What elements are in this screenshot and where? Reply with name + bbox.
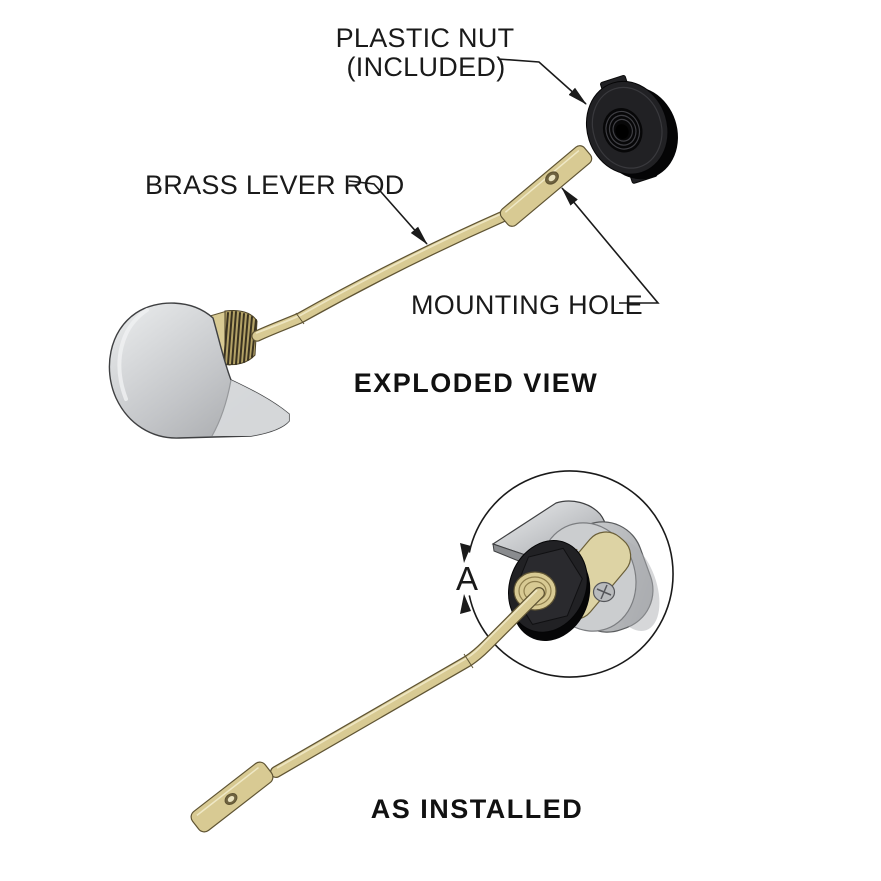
- as-installed-group: A: [190, 470, 674, 833]
- screw-cross-icon: [596, 584, 612, 600]
- label-plastic-nut-line1: PLASTIC NUT: [336, 23, 515, 53]
- paddle-installed-highlight: [196, 766, 259, 816]
- detail-circle: [468, 470, 674, 678]
- plastic-nut: [585, 74, 678, 184]
- handle: [108, 302, 290, 439]
- rod-body: [252, 211, 509, 341]
- leader-plastic-nut: [497, 58, 587, 105]
- rod-highlight: [255, 212, 504, 334]
- rod-installed-bend-seam: [463, 653, 474, 669]
- label-plastic-nut-line2: (INCLUDED): [346, 52, 505, 82]
- nut-hole-center: [615, 124, 629, 139]
- nut-rim-line: [591, 86, 663, 169]
- rod-paddle-end-installed: [190, 761, 274, 833]
- mounting-hole-center: [548, 174, 556, 182]
- handle-highlight: [117, 308, 149, 401]
- label-brass-lever-rod: BRASS LEVER ROD: [145, 170, 405, 200]
- rotation-arrow-up-icon: [460, 543, 471, 563]
- paddle-highlight: [504, 149, 580, 213]
- caption-as-installed: AS INSTALLED: [371, 794, 584, 824]
- label-mounting-hole: MOUNTING HOLE: [411, 290, 643, 320]
- handle-crease: [211, 379, 232, 437]
- mounting-hole-installed-center: [227, 796, 235, 802]
- caption-exploded-view: EXPLODED VIEW: [354, 368, 599, 398]
- leader-mounting-hole: [561, 187, 660, 304]
- label-detail-marker: A: [456, 560, 478, 597]
- rod-paddle-end: [499, 145, 593, 227]
- leader-brass-lever-rod: [348, 180, 428, 245]
- lever-rod-installed: [270, 587, 545, 778]
- brass-lever-rod: [251, 210, 510, 342]
- handle-blade-face: [212, 380, 289, 436]
- exploded-view-group: PLASTIC NUT (INCLUDED) BRASS LEVER ROD M…: [108, 23, 678, 439]
- nut-thread-rings: [605, 110, 641, 150]
- paddle-plate: [499, 145, 593, 227]
- rod-bend-seam: [295, 312, 305, 325]
- rotation-arrow-down-icon: [460, 594, 471, 614]
- threads: [223, 310, 258, 366]
